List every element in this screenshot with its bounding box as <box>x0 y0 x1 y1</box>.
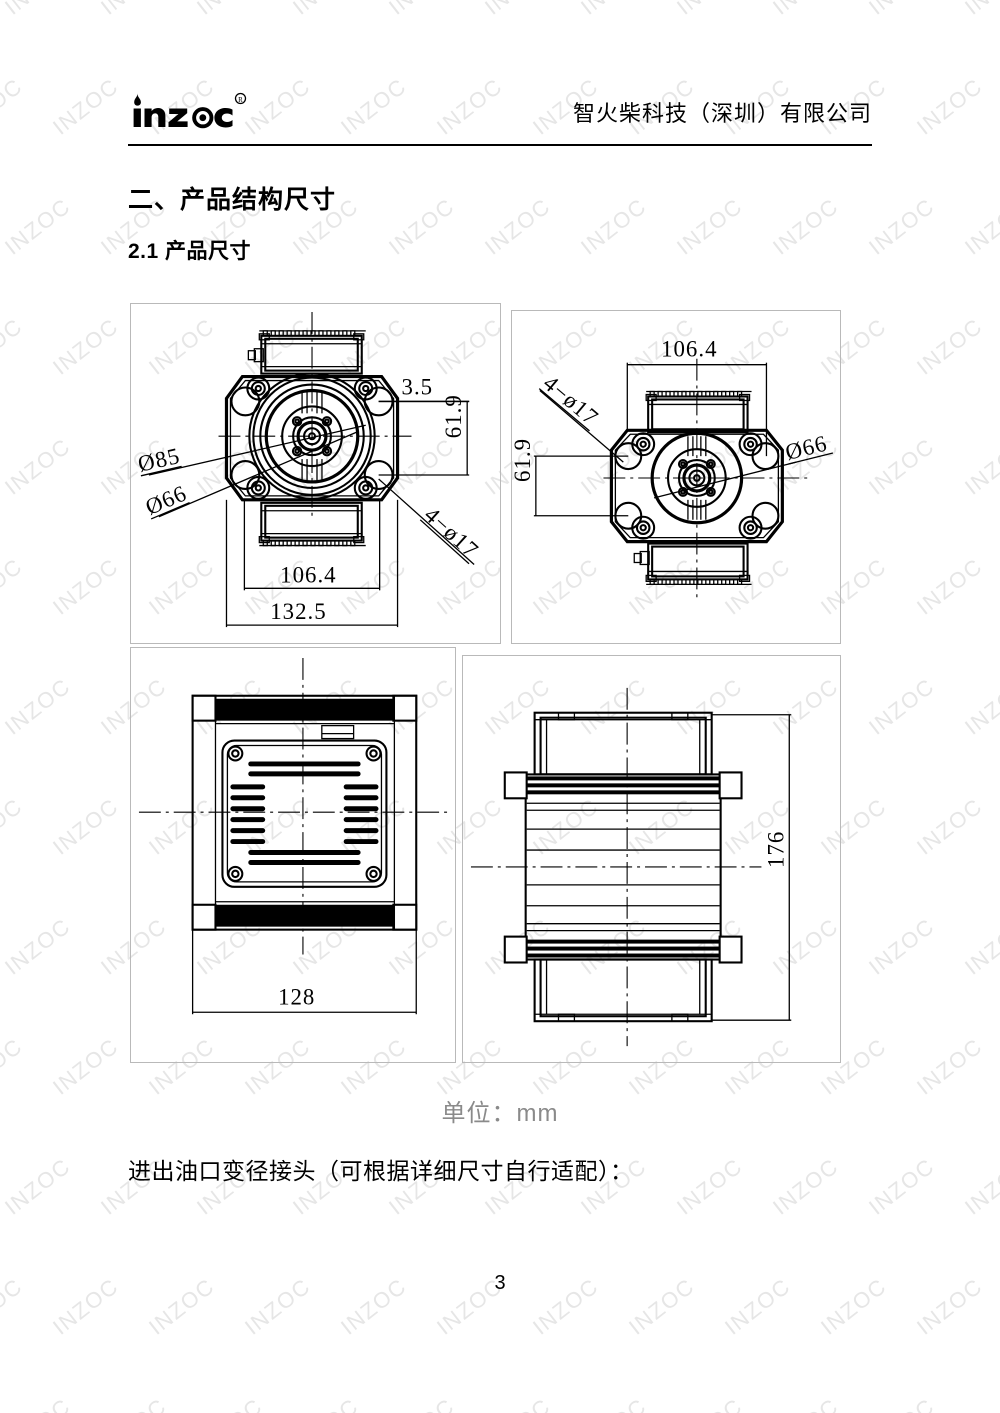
drawing-panel-front-view: 3.5 61.9 Ø85 Ø66 4−ø17 <box>130 303 501 644</box>
unit-label: 单位：mm <box>441 1100 559 1127</box>
drawing-panel-rear-view: 106.4 4−ø17 61.9 Ø66 <box>511 310 841 644</box>
front-view-drawing: 3.5 61.9 Ø85 Ø66 4−ø17 <box>136 311 484 628</box>
logo-icon: R <box>133 92 247 129</box>
side-view-drawing: 176 <box>470 687 792 1047</box>
dim-61-9: 61.9 <box>441 394 466 438</box>
dim-4-d17: 4−ø17 <box>420 502 484 563</box>
sub-section-heading: 2.1 产品尺寸 <box>128 240 252 263</box>
dim-3-5: 3.5 <box>402 374 434 399</box>
section-heading: 二、产品结构尺寸 <box>128 186 337 214</box>
dim-106-4-rear: 106.4 <box>661 337 717 362</box>
drawing-panel-side-view: 176 <box>462 655 841 1063</box>
dim-61-9-rear: 61.9 <box>512 438 535 482</box>
company-name: 智火柴科技（深圳）有限公司 <box>572 101 872 126</box>
dim-132-5: 132.5 <box>270 599 326 624</box>
top-view-drawing: 128 <box>138 657 448 1015</box>
dim-176: 176 <box>763 831 788 868</box>
page-header: R 智火柴科技（深圳）有限公司 <box>128 92 872 150</box>
header-divider <box>128 144 872 146</box>
dim-4-d17-rear: 4−ø17 <box>539 370 604 430</box>
page-number: 3 <box>494 1272 506 1294</box>
svg-text:R: R <box>238 96 243 104</box>
dim-128: 128 <box>278 984 315 1009</box>
drawing-panel-top-view: 128 <box>130 647 456 1063</box>
oil-port-adapter-note: 进出油口变径接头（可根据详细尺寸自行适配）： <box>128 1158 634 1184</box>
rear-view-drawing: 106.4 4−ø17 61.9 Ø66 <box>512 337 834 600</box>
dim-106-4-front: 106.4 <box>280 562 336 587</box>
inzoc-logo: R <box>128 92 248 132</box>
